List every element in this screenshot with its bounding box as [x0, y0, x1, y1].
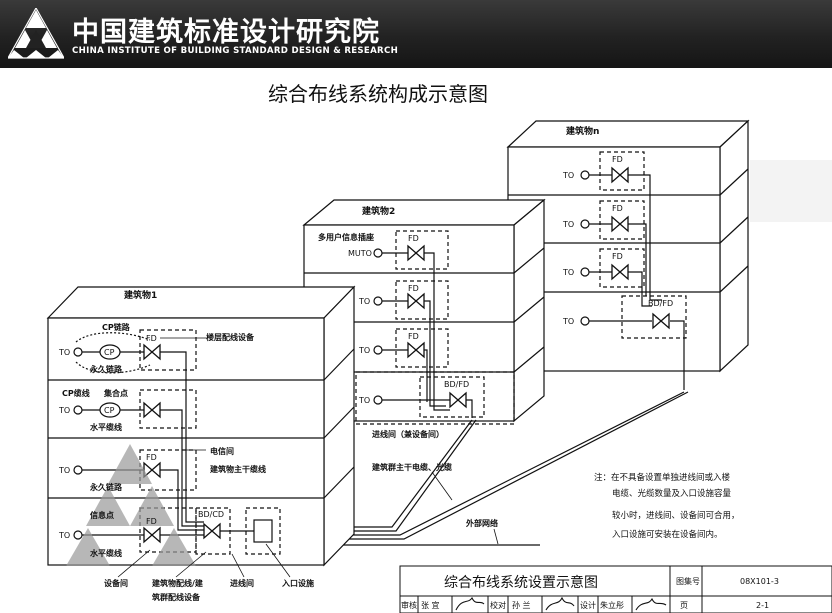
equipment-room-label: 设备间 [104, 578, 128, 588]
building-n-fd-1: FD [612, 155, 623, 164]
building-n-to-1: TO [562, 171, 574, 180]
building-n-to-2: TO [562, 220, 574, 229]
horizontal-cable-label: 水平缆线 [89, 422, 122, 432]
building-1-to-3: TO [58, 466, 70, 475]
atlas-no: 08X101-3 [740, 577, 779, 586]
building-n-bd-fd: BD/FD [648, 299, 673, 308]
building-distributor-label: 建筑物配线/建 [151, 578, 204, 588]
designer: 朱立彤 [600, 600, 624, 610]
building-2-to-1: TO [358, 297, 370, 306]
building-n-fd-3: FD [612, 252, 623, 261]
building-n-to-4: TO [562, 317, 574, 326]
watermark-logo-icon [66, 444, 196, 566]
atlas-no-label: 图集号 [676, 576, 700, 586]
building-2-title: 建筑物2 [362, 205, 395, 217]
campus-backbone-leader [431, 471, 453, 501]
design-label: 设计 [580, 600, 596, 610]
bottom-leader-lines [117, 543, 291, 578]
building-1-fd-4: FD [146, 517, 157, 526]
note-line-3: 较小时，进线间、设备间可合用， [612, 510, 740, 521]
page-no: 2-1 [756, 601, 769, 610]
building-2-fd-2: FD [408, 284, 419, 293]
building-2-muto: MUTO [348, 249, 372, 258]
title-block [399, 565, 832, 613]
page-label: 页 [680, 601, 688, 610]
cp-label-2: CP [104, 406, 115, 415]
building-2-to-2: TO [358, 346, 370, 355]
cp-link-label: CP链路 [102, 322, 131, 332]
building-2-entrance-room: 进线间（兼设备间） [372, 429, 444, 439]
horizontal-cable-label-2: 水平缆线 [89, 548, 122, 558]
review-label: 审核 [401, 600, 417, 610]
cp-label-1: CP [104, 348, 115, 357]
note-line-4: 入口设施可安装在设备间内。 [612, 529, 723, 540]
building-2-fd-1: FD [408, 234, 419, 243]
permanent-link-label-2: 永久链路 [89, 482, 123, 492]
campus-distributor-label: 筑群配线设备 [152, 592, 201, 602]
building-1-to-4: TO [58, 531, 70, 540]
triangle-grid-logo-icon [8, 8, 64, 59]
building-2-bd-fd: BD/FD [444, 380, 469, 389]
reviewer: 张 宜 [421, 600, 440, 610]
entrance-room-label: 进线间 [230, 578, 254, 588]
backbone-label: 建筑物主干缆线 [209, 464, 266, 474]
building-n-title: 建筑物n [566, 125, 599, 137]
building-1-fd-3: FD [146, 453, 157, 462]
header-banner: 中国建筑标准设计研究院 CHINA INSTITUTE OF BUILDING … [0, 0, 832, 68]
title-block-title: 综合布线系统设置示意图 [444, 574, 598, 591]
building-2-to-3: TO [358, 396, 370, 405]
note-line-2: 电缆、光缆数量及入口设施容量 [612, 488, 732, 499]
entrance-facility-label: 入口设施 [281, 578, 314, 588]
building-1-title: 建筑物1 [124, 289, 157, 301]
building-1-fd-1: FD [146, 334, 157, 343]
bd-cd-label: BD/CD [198, 510, 224, 519]
signature-marks [455, 596, 667, 611]
note-line-1: 注：在不具备设置单独进线间或入楼 [594, 472, 731, 483]
check-label: 校对 [490, 600, 506, 610]
org-name-en: CHINA INSTITUTE OF BUILDING STANDARD DES… [72, 46, 399, 56]
telecom-room-label: 电信间 [210, 446, 234, 456]
cp-cable-label: CP缆线 [62, 388, 90, 398]
building-1-to-1: TO [58, 348, 70, 357]
external-network-leader [493, 528, 499, 545]
external-network-label: 外部网络 [466, 518, 498, 528]
building-2-muto-desc: 多用户信息插座 [318, 232, 374, 242]
info-outlet-label: 信息点 [90, 510, 114, 520]
consolidation-point-label: 集合点 [103, 388, 128, 398]
checker: 孙 兰 [512, 600, 531, 610]
building-2-fd-3: FD [408, 332, 419, 341]
permanent-link-label: 永久链路 [89, 364, 123, 374]
campus-backbone-label: 建筑群主干电缆、光缆 [371, 462, 452, 472]
org-name-cn: 中国建筑标准设计研究院 [72, 17, 380, 48]
floor-distributor-label: 楼层配线设备 [206, 332, 255, 342]
building-n-fd-2: FD [612, 204, 623, 213]
building-n-to-3: TO [562, 268, 574, 277]
building-1-to-2: TO [58, 406, 70, 415]
background-panel [750, 160, 832, 222]
page-title: 综合布线系统构成示意图 [268, 82, 488, 106]
